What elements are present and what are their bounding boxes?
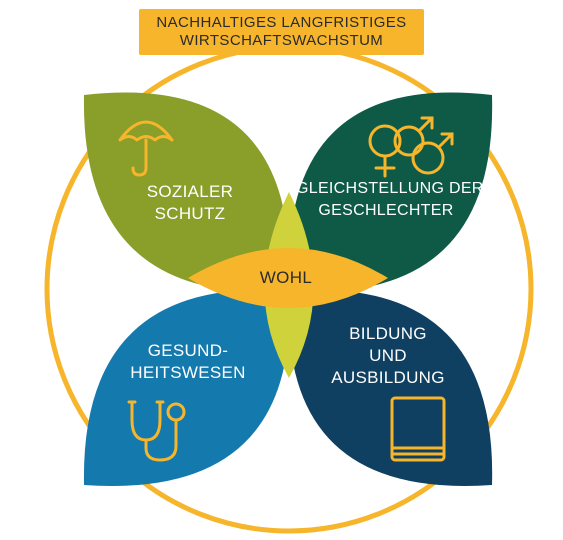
label-social-protection: SOZIALER SCHUTZ: [130, 181, 250, 225]
gender-symbols-icon: [368, 116, 454, 178]
petal-health: [83, 289, 290, 487]
label-gender-equality-line-1: GLEICHSTELLUNG DER: [296, 180, 484, 197]
label-social-protection-line-2: SCHUTZ: [154, 204, 226, 223]
umbrella-icon: [118, 120, 174, 177]
title-line-2: WIRTSCHAFTSWACHSTUM: [179, 32, 384, 49]
center-label: WOHL: [259, 268, 313, 287]
label-health: GESUND- HEITSWESEN: [128, 340, 248, 384]
label-education: BILDUNG UND AUSBILDUNG: [318, 323, 458, 389]
label-education-line-2: UND: [369, 346, 407, 365]
petal-social-protection: [83, 92, 290, 292]
title-banner: NACHHALTIGES LANGFRISTIGES WIRTSCHAFTSWA…: [139, 9, 424, 55]
title-line-1: NACHHALTIGES LANGFRISTIGES: [156, 14, 407, 31]
stethoscope-icon: [127, 400, 186, 462]
label-gender-equality-line-2: GESCHLECHTER: [318, 202, 454, 219]
label-health-line-2: HEITSWESEN: [130, 363, 246, 382]
book-icon: [390, 396, 446, 462]
label-education-line-1: BILDUNG: [349, 324, 427, 343]
label-gender-equality: GLEICHSTELLUNG DER GESCHLECHTER: [296, 178, 484, 222]
center-horizontal-lens: [188, 248, 388, 308]
label-social-protection-line-1: SOZIALER: [146, 182, 234, 201]
label-education-line-3: AUSBILDUNG: [331, 368, 445, 387]
label-health-line-1: GESUND-: [147, 341, 229, 360]
petal-gender-equality: [288, 92, 493, 292]
petal-education: [288, 289, 493, 487]
